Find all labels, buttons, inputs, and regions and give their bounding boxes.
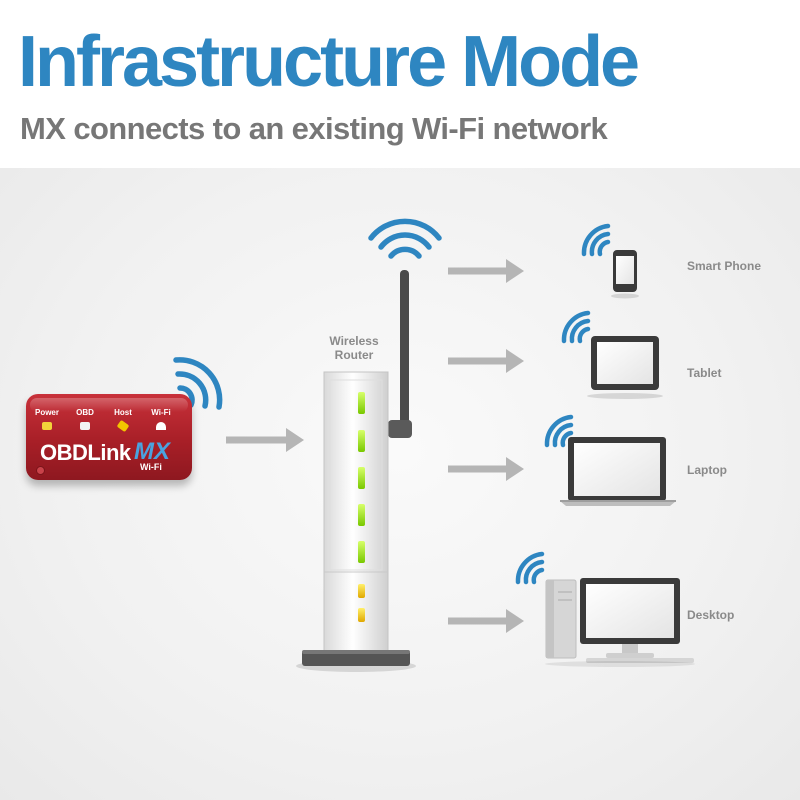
router-label-line1: Wireless [329, 334, 379, 348]
wifi-light-icon [156, 422, 166, 430]
arrow-router-to-desktop [448, 609, 524, 633]
page-title: Infrastructure Mode [18, 22, 640, 102]
router-label-line2: Router [334, 348, 374, 362]
device-brand: OBDLink [40, 440, 131, 465]
arrow-router-to-laptop [448, 457, 524, 481]
router-label: Wireless Router [318, 334, 390, 362]
indicator-power-label: Power [34, 408, 59, 417]
client-label-desktop: Desktop [687, 608, 735, 622]
host-light-icon [116, 419, 130, 433]
smartphone-icon [581, 223, 639, 299]
desktop-icon [515, 551, 695, 667]
indicator-obd-label: OBD [76, 408, 94, 417]
page-subtitle: MX connects to an existing Wi-Fi network [20, 111, 608, 146]
client-label-smartphone: Smart Phone [687, 259, 762, 273]
router-wifi-waves-icon [368, 218, 442, 259]
indicator-host-label: Host [114, 408, 132, 417]
device-status-led [36, 466, 45, 475]
laptop-icon [544, 414, 676, 506]
arrow-device-to-router [226, 428, 304, 452]
device-wifi-label: Wi-Fi [140, 462, 162, 472]
diagram-background [0, 168, 800, 800]
obdlink-mx-device: Power OBD Host Wi-Fi OBDLink MX Wi-Fi [26, 394, 192, 480]
arrow-router-to-tablet [448, 349, 524, 373]
client-label-tablet: Tablet [687, 366, 722, 380]
tablet-icon [561, 310, 663, 399]
wireless-router [296, 218, 442, 672]
arrow-router-to-smartphone [448, 259, 524, 283]
indicator-wifi-label: Wi-Fi [151, 408, 171, 417]
client-label-laptop: Laptop [687, 463, 727, 477]
device-highlight [30, 398, 188, 412]
power-light-icon [42, 422, 52, 430]
obd-light-icon [80, 422, 90, 430]
device-model: MX [134, 438, 170, 465]
header: Infrastructure Mode MX connects to an ex… [0, 0, 800, 160]
